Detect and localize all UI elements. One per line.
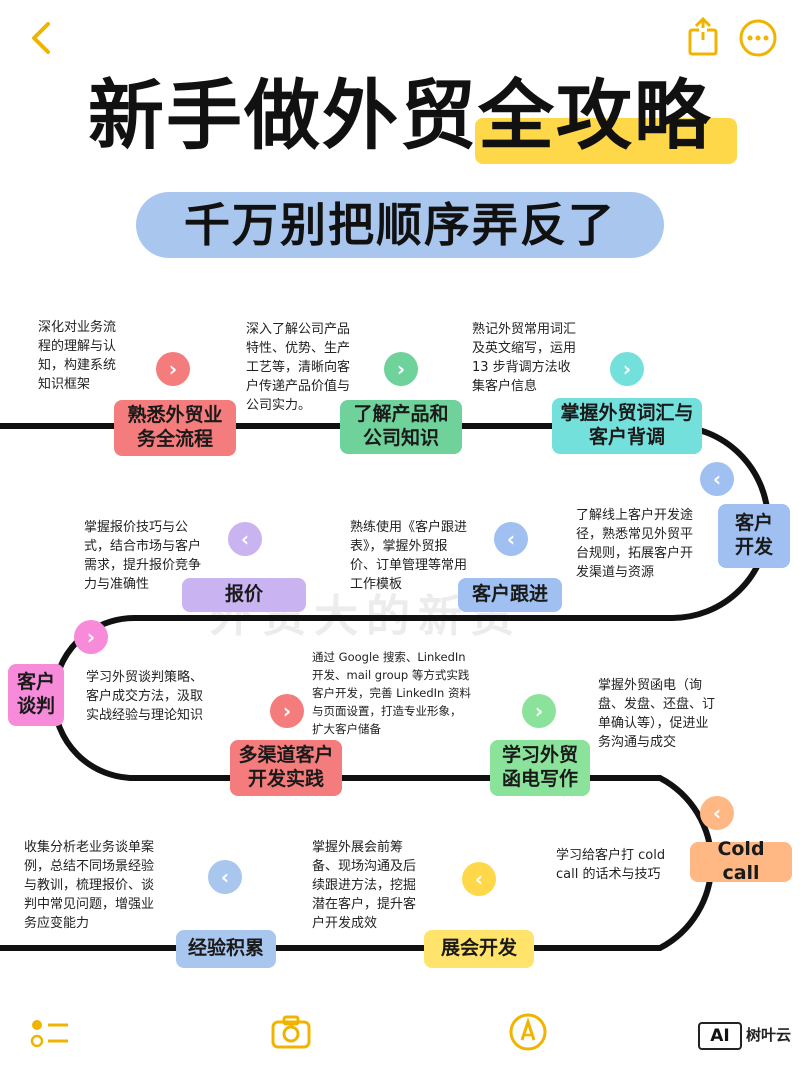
step-label-3: 掌握外贸词汇与 客户背调 (552, 398, 702, 454)
step-label-9: 学习外贸 函电写作 (490, 740, 590, 796)
step-desc-4: 了解线上客户开发途 径，熟悉常见外贸平 台规则，拓展客户开 发渠道与资源 (576, 508, 694, 580)
arrow-right-icon: › (610, 352, 644, 386)
step-desc-9: 掌握外贸函电（询 盘、发盘、还盘、订 单确认等），促进业 务沟通与成交 (598, 678, 716, 750)
arrow-right-icon: › (270, 694, 304, 728)
camera-icon[interactable] (270, 1014, 312, 1054)
subtitle-pill (136, 192, 664, 258)
arrow-right-icon: › (156, 352, 190, 386)
step-desc-8: 通过 Google 搜索、LinkedIn 开发、mail group 等方式实… (312, 650, 472, 736)
step-label-7: 客户 谈判 (8, 664, 64, 726)
step-desc-10: 学习给客户打 cold call 的话术与技巧 (556, 848, 666, 882)
step-desc-5: 熟练使用《客户跟进 表》，掌握外贸报 价、订单管理等常用 工作模板 (350, 520, 468, 592)
checklist-icon[interactable] (30, 1016, 70, 1054)
more-icon[interactable] (738, 18, 778, 58)
step-desc-2: 深入了解公司产品 特性、优势、生产 工艺等，清晰向客 户传递产品价值与 公司实力… (246, 322, 351, 413)
step-label-5: 客户跟进 (458, 578, 562, 612)
step-label-11: 展会开发 (424, 930, 534, 968)
step-label-8: 多渠道客户 开发实践 (230, 740, 342, 796)
arrow-left-icon: ‹ (700, 796, 734, 830)
share-icon[interactable] (686, 16, 720, 56)
arrow-left-icon: ‹ (700, 462, 734, 496)
step-label-2: 了解产品和 公司知识 (340, 400, 462, 454)
chevron-left-icon[interactable] (26, 20, 56, 56)
step-desc-3: 熟记外贸常用词汇 及英文缩写，运用 13 步背调方法收 集客户信息 (472, 322, 577, 394)
arrow-right-icon: › (522, 694, 556, 728)
arrow-right-icon: › (74, 620, 108, 654)
step-label-12: 经验积累 (176, 930, 276, 968)
arrow-left-icon: ‹ (494, 522, 528, 556)
pen-icon[interactable] (508, 1012, 548, 1056)
arrow-right-icon: › (384, 352, 418, 386)
brand-name: 树叶云 (746, 1026, 792, 1044)
bottom-toolbar: AI 树叶云 (0, 1000, 800, 1065)
page-title: 新手做外贸全攻略 (0, 78, 800, 154)
step-label-6: 报价 (182, 578, 306, 612)
step-label-10: Cold call (690, 838, 792, 884)
step-label-1: 熟悉外贸业 务全流程 (114, 400, 236, 456)
subtitle: 千万别把顺序弄反了 (184, 198, 616, 252)
step-desc-6: 掌握报价技巧与公 式，结合市场与客户 需求，提升报价竞争 力与准确性 (84, 520, 202, 592)
step-desc-11: 掌握外展会前筹 备、现场沟通及后 续跟进方法，挖掘 潜在客户，提升客 户开发成效 (312, 840, 417, 931)
step-label-4: 客户 开发 (718, 504, 790, 568)
brand-badge: AI (698, 1022, 742, 1050)
step-desc-1: 深化对业务流 程的理解与认 知，构建系统 知识框架 (38, 320, 117, 392)
title-part-2: 全攻略 (478, 71, 712, 160)
arrow-left-icon: ‹ (462, 862, 496, 896)
arrow-left-icon: ‹ (228, 522, 262, 556)
step-desc-7: 学习外贸谈判策略、 客户成交方法，汲取 实战经验与理论知识 (86, 670, 204, 723)
arrow-left-icon: ‹ (208, 860, 242, 894)
title-highlight (475, 118, 737, 164)
title-part-1: 新手做外贸 (88, 71, 478, 160)
step-desc-12: 收集分析老业务谈单案 例，总结不同场景经验 与教训，梳理报价、谈 判中常见问题，… (24, 840, 155, 931)
